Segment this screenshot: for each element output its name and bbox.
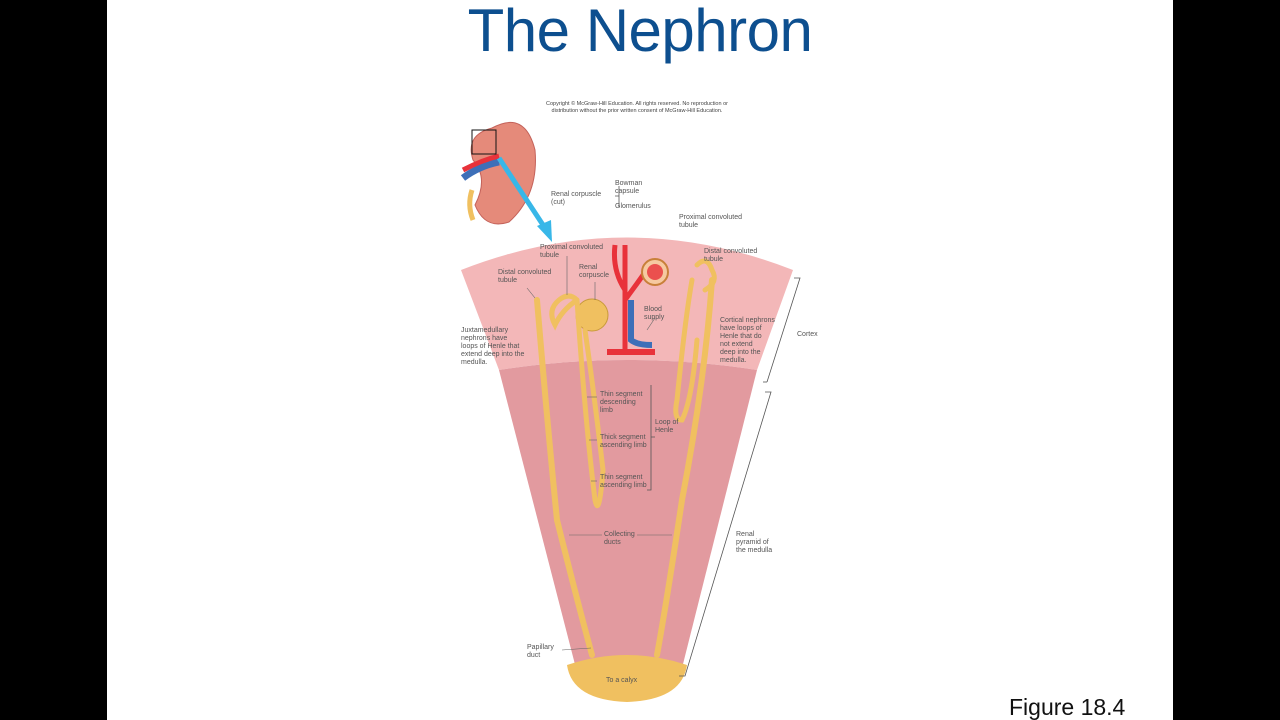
glomerulus	[647, 264, 663, 280]
figure-reference: Figure 18.4	[1009, 694, 1126, 720]
kidney-inset	[460, 121, 552, 242]
region-brackets	[615, 186, 801, 677]
nephron-tubules	[534, 258, 717, 658]
copyright-notice: Copyright © McGraw-Hill Education. All r…	[507, 101, 767, 115]
medulla-region	[499, 360, 757, 680]
copyright-line-2: distribution without the prior written c…	[551, 108, 723, 114]
label-to-calyx: To a calyx	[606, 677, 638, 684]
label-cortical: Cortical nephrons have loops of Henle th…	[720, 317, 777, 364]
leader-lines	[526, 256, 672, 651]
slide: The Nephron Copyright © McGraw-Hill Educ…	[107, 0, 1173, 720]
label-cortex: Cortex	[797, 331, 818, 338]
label-juxtamedullary: Juxtamedullary nephrons have loops of He…	[461, 327, 526, 366]
right-letterbox	[1173, 0, 1280, 720]
calyx-region	[567, 655, 687, 702]
copyright-line-1: Copyright © McGraw-Hill Education. All r…	[546, 101, 728, 107]
label-renal-corpuscle-cut: Renal corpuscle(cut)	[551, 191, 601, 206]
kidney-zoom-box	[471, 129, 497, 155]
label-glomerulus: Glomerulus	[615, 203, 651, 210]
zoom-arrow	[496, 156, 548, 230]
slide-title: The Nephron	[467, 0, 813, 64]
